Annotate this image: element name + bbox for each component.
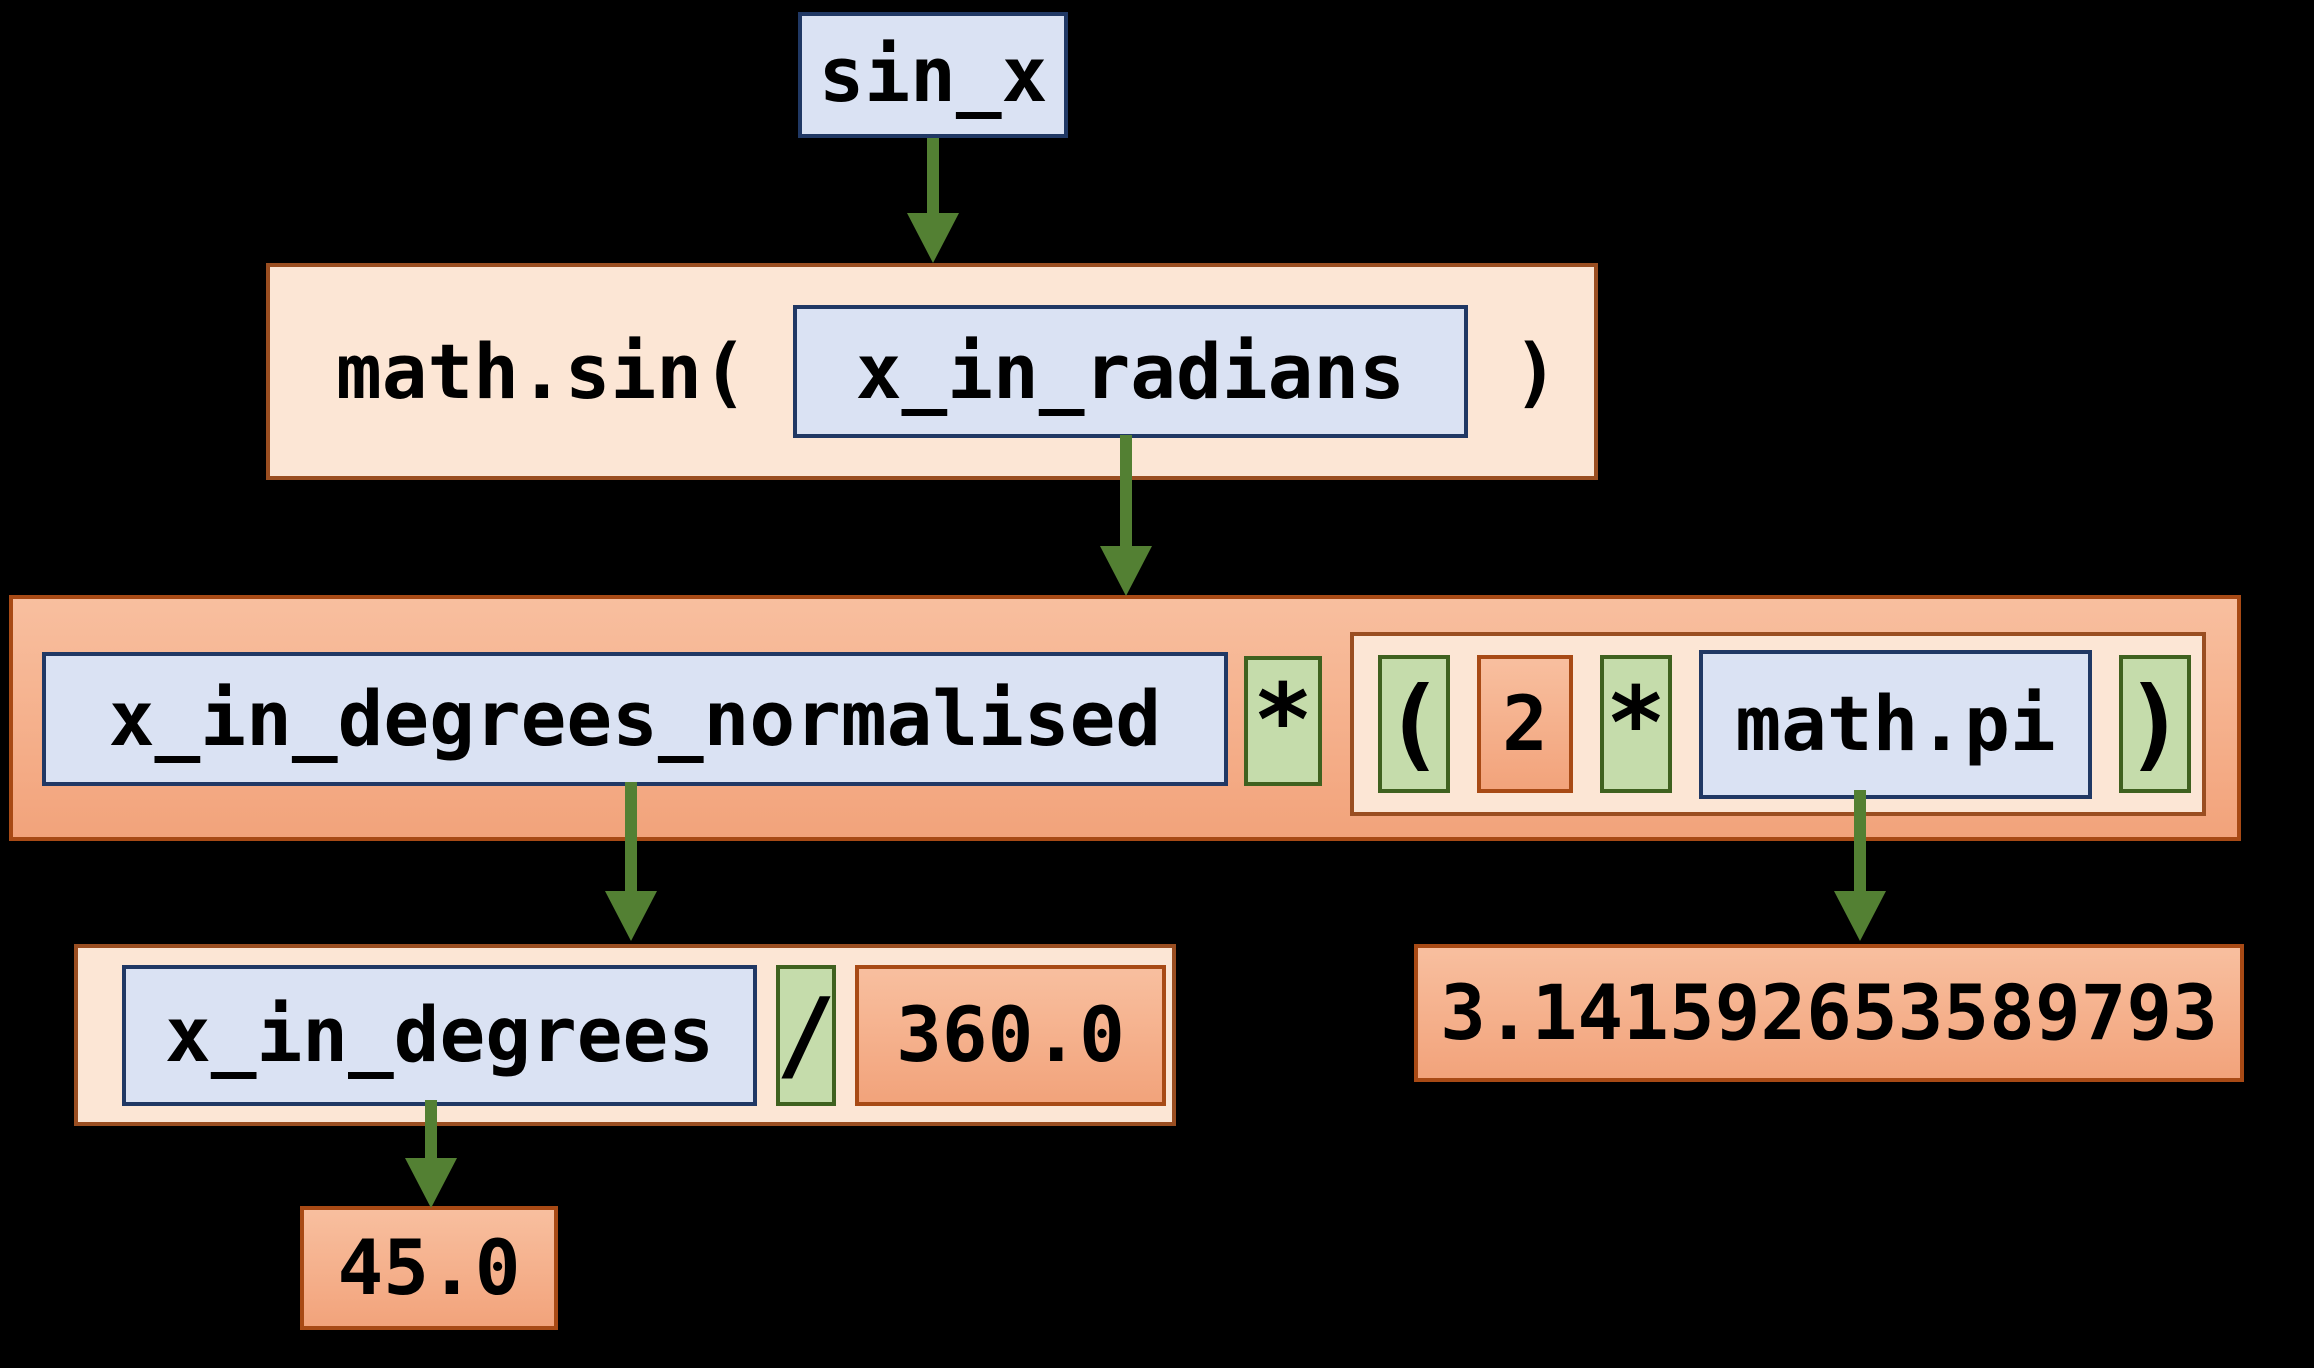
paren-group-expression-node: ( 2 * math.pi ) bbox=[1350, 632, 2206, 816]
x-in-degrees-label: x_in_degrees bbox=[164, 990, 715, 1079]
math-pi-label: math.pi bbox=[1735, 679, 2056, 768]
result-value-label: 45.0 bbox=[337, 1223, 521, 1312]
arrow-pi-to-value-head-icon bbox=[1834, 891, 1886, 941]
close-paren-operator-node: ) bbox=[2119, 655, 2191, 793]
arrow-normalised-to-quotient-head-icon bbox=[605, 891, 657, 941]
arrow-sinx-to-call-head-icon bbox=[907, 213, 959, 263]
result-value-node: 45.0 bbox=[300, 1206, 558, 1330]
inner-multiply-operator-label: * bbox=[1605, 665, 1667, 782]
call-close-paren-label: ) bbox=[1512, 326, 1559, 416]
degrees-quotient-expression-node: x_in_degrees / 360.0 bbox=[74, 944, 1176, 1126]
radians-product-expression-node: x_in_degrees_normalised * ( 2 * math.pi … bbox=[9, 595, 2241, 841]
multiply-operator-node: * bbox=[1244, 656, 1322, 786]
multiply-operator-label: * bbox=[1252, 662, 1314, 779]
close-paren-label: ) bbox=[2124, 665, 2186, 782]
x-in-radians-label: x_in_radians bbox=[855, 326, 1405, 416]
divisor-value-node: 360.0 bbox=[855, 964, 1166, 1106]
x-in-degrees-variable-node: x_in_degrees bbox=[122, 964, 757, 1106]
call-prefix-label: math.sin( bbox=[336, 326, 748, 416]
divide-operator-label: / bbox=[775, 976, 837, 1093]
sin-x-variable-node: sin_x bbox=[798, 12, 1068, 138]
open-paren-label: ( bbox=[1383, 665, 1445, 782]
arrow-sinx-to-call-line bbox=[927, 138, 939, 218]
arrow-radians-to-product-head-icon bbox=[1100, 546, 1152, 596]
factor-two-label: 2 bbox=[1502, 679, 1548, 768]
divide-operator-node: / bbox=[775, 964, 837, 1106]
arrow-pi-to-value-line bbox=[1854, 790, 1866, 896]
inner-multiply-operator-node: * bbox=[1600, 655, 1672, 793]
arrow-degrees-to-result-head-icon bbox=[405, 1158, 457, 1208]
open-paren-operator-node: ( bbox=[1378, 655, 1450, 793]
sin-x-label: sin_x bbox=[818, 30, 1048, 119]
x-in-degrees-normalised-variable-node: x_in_degrees_normalised bbox=[42, 652, 1228, 786]
sin-call-expression-node: math.sin( x_in_radians ) bbox=[266, 263, 1598, 480]
divisor-label: 360.0 bbox=[896, 990, 1125, 1079]
arrow-degrees-to-result-line bbox=[425, 1100, 437, 1164]
x-in-radians-variable-node: x_in_radians bbox=[792, 305, 1468, 438]
pi-value-node: 3.141592653589793 bbox=[1414, 944, 2244, 1082]
arrow-radians-to-product-line bbox=[1120, 435, 1132, 551]
math-pi-variable-node: math.pi bbox=[1699, 649, 2092, 799]
pi-value-label: 3.141592653589793 bbox=[1440, 968, 2218, 1057]
factor-two-value-node: 2 bbox=[1477, 655, 1573, 793]
arrow-normalised-to-quotient-line bbox=[625, 782, 637, 896]
x-in-degrees-normalised-label: x_in_degrees_normalised bbox=[108, 674, 1162, 763]
